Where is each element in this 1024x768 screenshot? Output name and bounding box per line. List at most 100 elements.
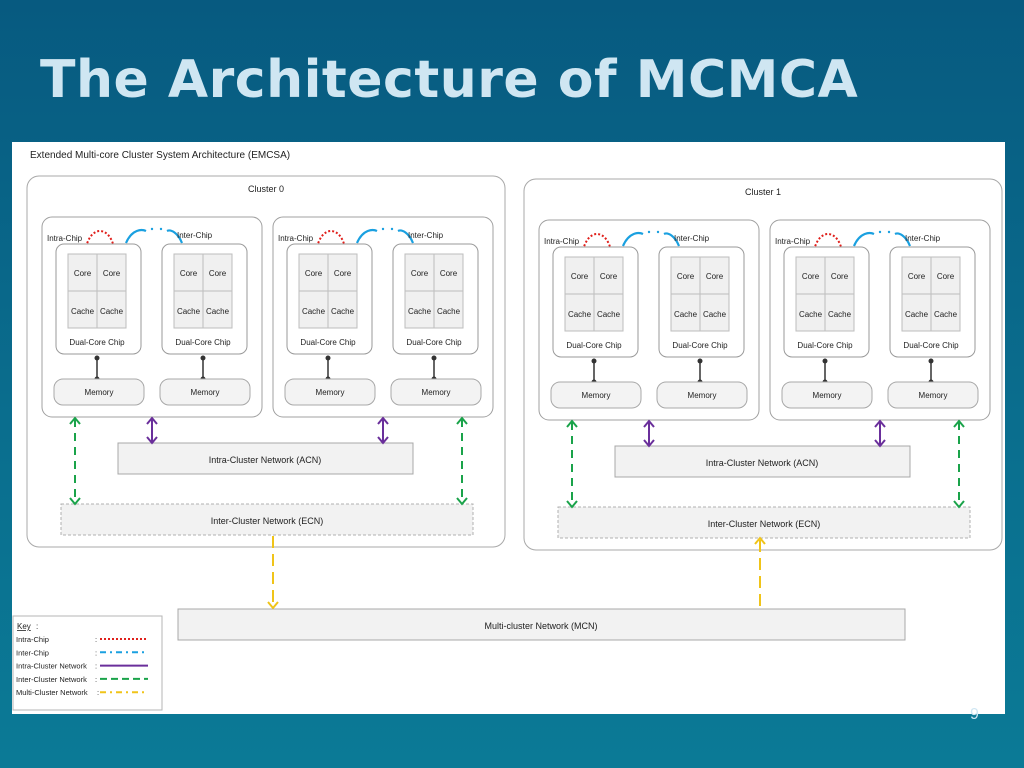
arrow-head xyxy=(754,536,766,545)
ecn-label: Inter-Cluster Network (ECN) xyxy=(708,519,821,529)
key-entry-label: Intra-Cluster Network xyxy=(16,662,87,671)
intra-chip-label: Intra-Chip xyxy=(775,237,811,246)
key-entry-sep: : xyxy=(95,662,97,671)
core-label: Core xyxy=(74,269,92,278)
arrow-head xyxy=(456,416,468,425)
key-frame xyxy=(12,615,163,711)
chip-label: Dual-Core Chip xyxy=(566,341,622,350)
cache-label: Cache xyxy=(302,307,326,316)
core-label: Core xyxy=(706,272,724,281)
core-label: Core xyxy=(305,269,323,278)
key-legend: Key: Intra-Chip: Inter-Chip: Intra-Cluster … xyxy=(12,615,163,711)
inter-chip-link xyxy=(124,228,147,244)
core-label: Core xyxy=(209,269,227,278)
chip-label: Dual-Core Chip xyxy=(175,338,231,347)
arrow-head xyxy=(566,419,578,428)
chip-label: Dual-Core Chip xyxy=(406,338,462,347)
key-colon: : xyxy=(36,622,38,631)
core-label: Core xyxy=(677,272,695,281)
cache-label: Cache xyxy=(703,310,727,319)
arrow-head xyxy=(146,416,158,425)
cache-label: Cache xyxy=(828,310,852,319)
memory-label: Memory xyxy=(85,388,114,397)
key-entry-label: Multi-Cluster Network xyxy=(16,688,88,697)
acn-box xyxy=(614,445,911,478)
cache-label: Cache xyxy=(674,310,698,319)
inter-chip-label: Inter-Chip xyxy=(177,231,213,240)
key-entry-sep: : xyxy=(95,648,97,657)
key-entry-label: Intra-Chip xyxy=(16,635,49,644)
arrow-head xyxy=(953,500,965,509)
mcn-group: Multi-cluster Network (MCN) xyxy=(177,536,906,641)
arrow-head xyxy=(377,436,389,445)
cluster-title: Cluster 1 xyxy=(745,187,781,197)
memory-box xyxy=(550,381,642,409)
cache-label: Cache xyxy=(408,307,432,316)
arrow-head xyxy=(953,419,965,428)
cache-label: Cache xyxy=(437,307,461,316)
core-label: Core xyxy=(600,272,618,281)
slide-title: The Architecture of MCMCA xyxy=(40,50,859,110)
memory-label: Memory xyxy=(191,388,220,397)
core-label: Core xyxy=(908,272,926,281)
mcn-label: Multi-cluster Network (MCN) xyxy=(484,621,597,631)
core-label: Core xyxy=(334,269,352,278)
key-entry-sep: : xyxy=(97,688,99,697)
arrow-head xyxy=(456,497,468,506)
memory-label: Memory xyxy=(813,391,842,400)
memory-label: Memory xyxy=(582,391,611,400)
cache-label: Cache xyxy=(177,307,201,316)
arrow-head xyxy=(643,419,655,428)
arrow-head xyxy=(566,500,578,509)
key-entry-sep: : xyxy=(95,635,97,644)
cache-label: Cache xyxy=(799,310,823,319)
key-entry-sep: : xyxy=(95,675,97,684)
memory-box xyxy=(53,378,145,406)
core-label: Core xyxy=(831,272,849,281)
arrow-head xyxy=(267,601,279,610)
arrow-head xyxy=(377,416,389,425)
mcn-box xyxy=(177,608,906,641)
inter-chip-link xyxy=(621,231,644,247)
cache-label: Cache xyxy=(206,307,230,316)
acn-box xyxy=(117,442,414,475)
acn-label: Intra-Cluster Network (ACN) xyxy=(209,455,322,465)
ecn-label: Inter-Cluster Network (ECN) xyxy=(211,516,324,526)
ecn-box xyxy=(557,506,971,539)
arrow-head xyxy=(643,439,655,448)
key-entry-label: Inter-Cluster Network xyxy=(16,675,87,684)
cache-label: Cache xyxy=(331,307,355,316)
inter-chip-link xyxy=(355,228,378,244)
diagram-caption: Extended Multi-core Cluster System Archi… xyxy=(30,150,290,161)
inter-chip-label: Inter-Chip xyxy=(905,234,941,243)
memory-label: Memory xyxy=(919,391,948,400)
ecn-box xyxy=(60,503,474,536)
acn-label: Intra-Cluster Network (ACN) xyxy=(706,458,819,468)
architecture-diagram: Extended Multi-core Cluster System Archi… xyxy=(12,142,1005,714)
key-entry-label: Inter-Chip xyxy=(16,648,49,657)
memory-label: Memory xyxy=(688,391,717,400)
inter-chip-label: Inter-Chip xyxy=(674,234,710,243)
cache-label: Cache xyxy=(934,310,958,319)
intra-chip-label: Intra-Chip xyxy=(47,234,83,243)
memory-label: Memory xyxy=(316,388,345,397)
intra-chip-label: Intra-Chip xyxy=(278,234,314,243)
key-title: Key xyxy=(17,622,31,631)
chip-label: Dual-Core Chip xyxy=(797,341,853,350)
inter-chip-link xyxy=(852,231,875,247)
core-label: Core xyxy=(571,272,589,281)
intra-chip-label: Intra-Chip xyxy=(544,237,580,246)
